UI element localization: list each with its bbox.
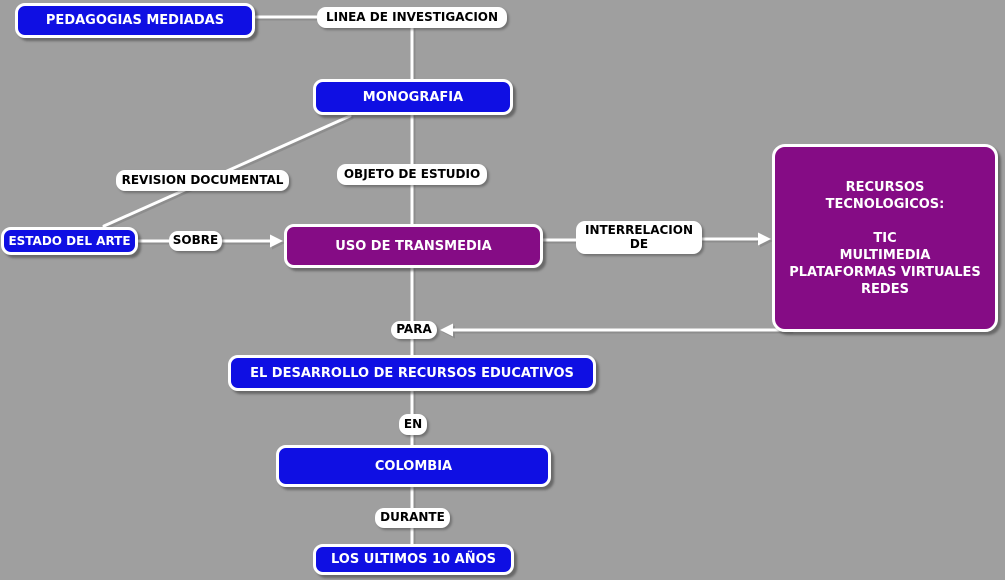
node-monografia[interactable]: MONOGRAFIA bbox=[313, 79, 513, 115]
node-ultimos-10-anios[interactable]: LOS ULTIMOS 10 AÑOS bbox=[313, 544, 514, 575]
link-durante-label: DURANTE bbox=[380, 510, 445, 525]
node-colombia-label: COLOMBIA bbox=[374, 458, 453, 474]
recursos-item-redes: REDES bbox=[861, 281, 909, 297]
node-uso-de-transmedia[interactable]: USO DE TRANSMEDIA bbox=[284, 224, 543, 268]
node-desarrollo-recursos-educativos[interactable]: EL DESARROLLO DE RECURSOS EDUCATIVOS bbox=[228, 355, 596, 391]
link-para[interactable]: PARA bbox=[391, 321, 437, 339]
node-pedagogias-mediadas[interactable]: PEDAGOGIAS MEDIADAS bbox=[15, 3, 255, 38]
node-estado-del-arte[interactable]: ESTADO DEL ARTE bbox=[1, 227, 138, 255]
node-desarrollo-label: EL DESARROLLO DE RECURSOS EDUCATIVOS bbox=[250, 365, 574, 381]
node-estado-label: ESTADO DEL ARTE bbox=[8, 234, 131, 248]
arrowhead-interrelacion-to-recursos bbox=[758, 232, 771, 246]
link-durante[interactable]: DURANTE bbox=[375, 508, 450, 528]
recursos-item-multimedia: MULTIMEDIA bbox=[839, 247, 931, 263]
link-en[interactable]: EN bbox=[399, 414, 427, 435]
node-ultimos-label: LOS ULTIMOS 10 AÑOS bbox=[330, 552, 496, 567]
link-interrelacion-de[interactable]: INTERRELACION DE bbox=[576, 221, 702, 254]
node-pedagogias-label: PEDAGOGIAS MEDIADAS bbox=[45, 13, 225, 28]
link-objeto-label: OBJETO DE ESTUDIO bbox=[343, 166, 481, 181]
link-para-label: PARA bbox=[396, 322, 432, 337]
node-recursos-tecnologicos[interactable]: RECURSOS TECNOLOGICOS: TIC MULTIMEDIA PL… bbox=[772, 144, 998, 332]
node-monografia-label: MONOGRAFIA bbox=[362, 89, 464, 105]
link-sobre[interactable]: SOBRE bbox=[169, 231, 222, 251]
link-objeto-de-estudio[interactable]: OBJETO DE ESTUDIO bbox=[337, 164, 487, 185]
recursos-title-line1: RECURSOS bbox=[845, 179, 925, 195]
arrowhead-recursos-to-para bbox=[440, 323, 453, 337]
link-revision-documental[interactable]: REVISION DOCUMENTAL bbox=[116, 170, 289, 191]
node-colombia[interactable]: COLOMBIA bbox=[276, 445, 551, 487]
link-linea-label: LINEA DE INVESTIGACION bbox=[325, 9, 499, 24]
link-en-label: EN bbox=[403, 416, 423, 431]
link-linea-de-investigacion[interactable]: LINEA DE INVESTIGACION bbox=[317, 7, 507, 28]
link-revision-label: REVISION DOCUMENTAL bbox=[121, 172, 284, 187]
node-uso-label: USO DE TRANSMEDIA bbox=[335, 238, 492, 254]
recursos-item-tic: TIC bbox=[873, 230, 897, 246]
link-interrelacion-line1: INTERRELACION bbox=[584, 223, 694, 238]
link-interrelacion-line2: DE bbox=[629, 236, 649, 251]
arrowhead-sobre-to-uso bbox=[270, 234, 283, 248]
link-sobre-label: SOBRE bbox=[172, 233, 219, 248]
recursos-item-plataformas: PLATAFORMAS VIRTUALES bbox=[789, 264, 981, 280]
recursos-title-line2: TECNOLOGICOS: bbox=[825, 196, 945, 212]
recursos-items: TIC MULTIMEDIA PLATAFORMAS VIRTUALES RED… bbox=[789, 230, 981, 298]
